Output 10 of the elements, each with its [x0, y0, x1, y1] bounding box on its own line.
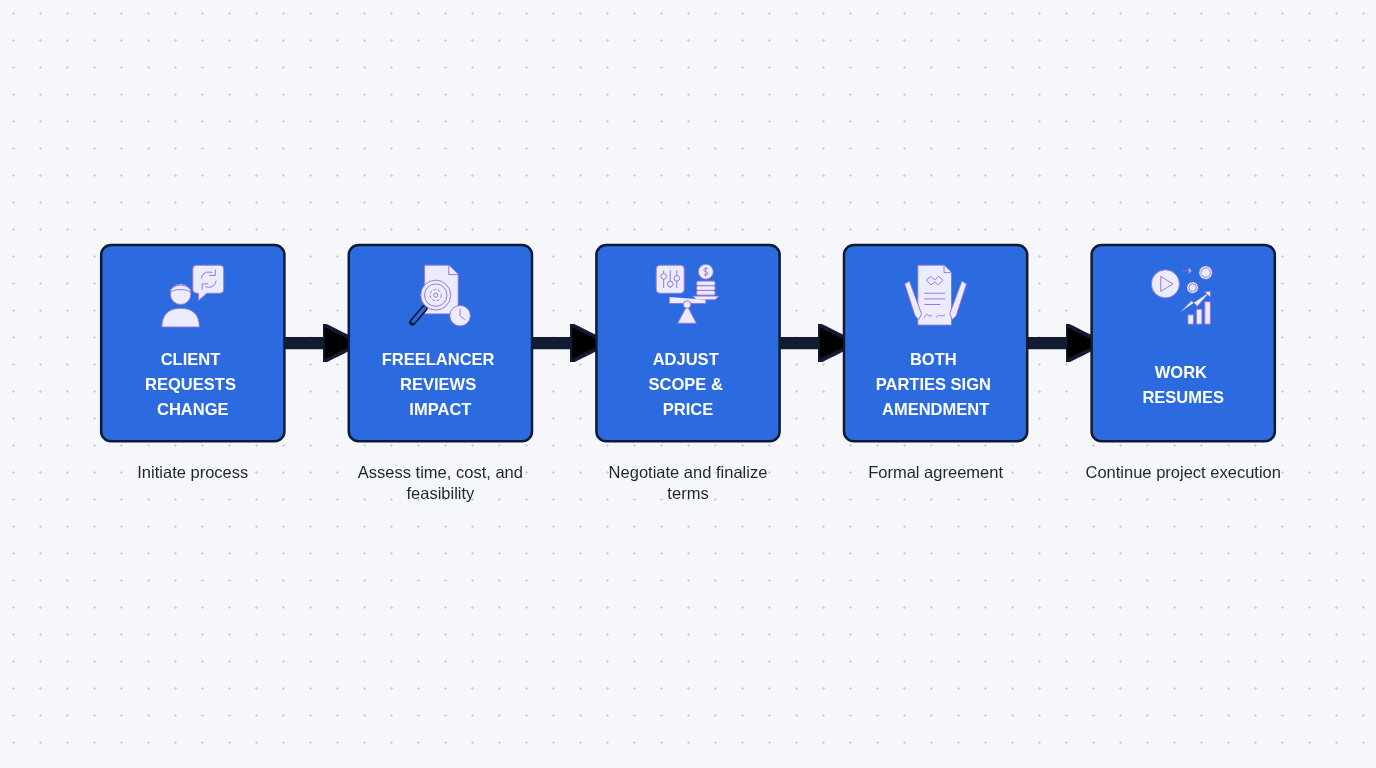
node-box: CLIENT REQUESTS CHANGE	[99, 244, 286, 443]
step-description: Negotiate and finalize terms	[607, 463, 769, 505]
step-description: Initiate process	[137, 463, 249, 484]
node-box: FREELANCER REVIEWS IMPACT	[347, 244, 534, 443]
node-box: BOTH PARTIES SIGN AMENDMENT	[842, 244, 1029, 443]
node-box: ADJUST SCOPE & PRICE	[595, 244, 781, 443]
step-description: Assess time, cost, and feasibility	[356, 463, 524, 505]
step-description: Formal agreement	[868, 463, 1004, 484]
step-description: Continue project execution	[1085, 463, 1281, 484]
node-box: WORK RESUMES	[1090, 244, 1277, 443]
